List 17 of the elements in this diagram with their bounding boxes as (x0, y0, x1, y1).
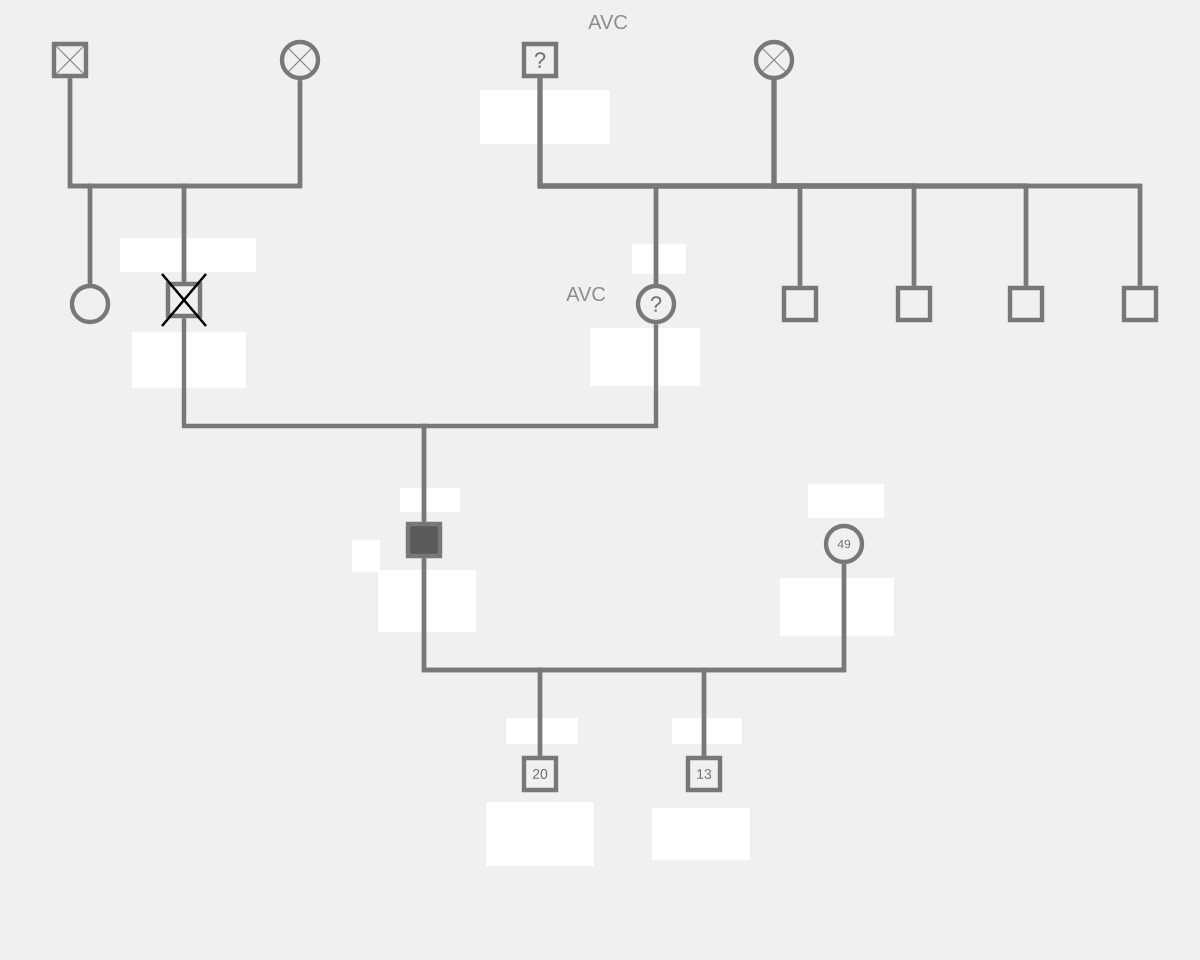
deceased-female-circle (279, 39, 321, 81)
descent-line (701, 564, 847, 756)
deceased-male-square (51, 41, 89, 79)
male-square (1007, 285, 1045, 323)
female-circle (69, 283, 111, 325)
deceased-female-circle (753, 39, 795, 81)
male-square: ? (521, 41, 559, 79)
male-square (405, 521, 443, 559)
descent-line (421, 324, 659, 522)
side-label: AVC (566, 286, 606, 302)
male-square (781, 285, 819, 323)
male-square (1121, 285, 1159, 323)
deceased-male-square (160, 272, 208, 328)
descent-line (771, 80, 1143, 286)
descent-line (181, 80, 303, 282)
male-square (895, 285, 933, 323)
side-label: AVC (588, 14, 628, 30)
